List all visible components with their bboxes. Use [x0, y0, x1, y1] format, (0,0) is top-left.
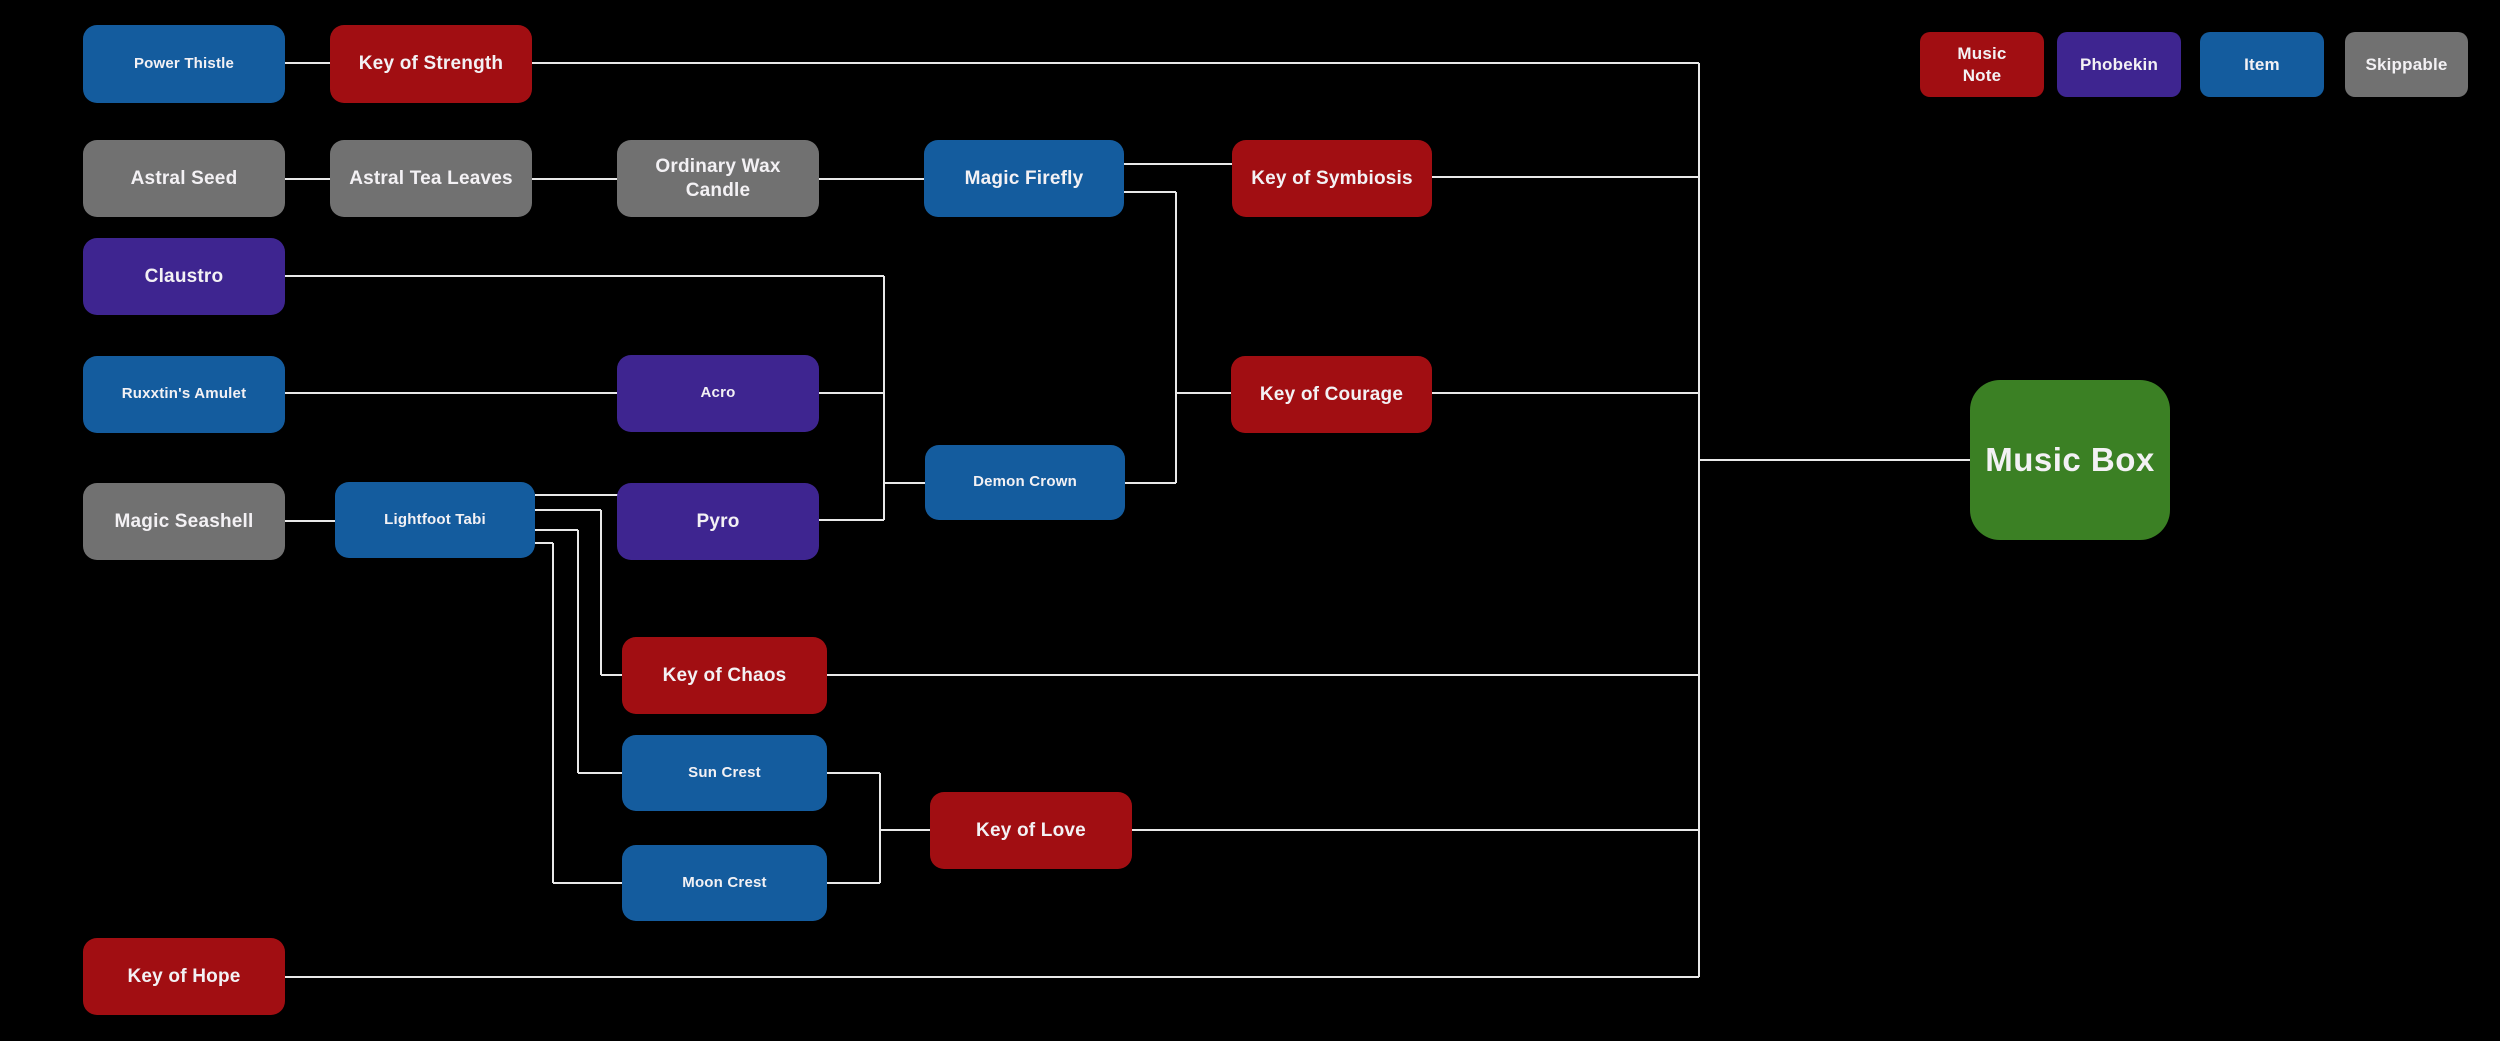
node-power-thistle: Power Thistle — [83, 25, 285, 103]
edge-courage-bus-vertical — [1175, 192, 1177, 483]
edge-crown-bus-vertical — [883, 276, 885, 520]
edge-love-bus-vertical — [879, 773, 881, 883]
node-music-box: Music Box — [1970, 380, 2170, 540]
legend-music-note: Music Note — [1920, 32, 2044, 97]
node-key-of-strength: Key of Strength — [330, 25, 532, 103]
node-sun-crest: Sun Crest — [622, 735, 827, 811]
edge-chaos-drop-to-key-of-chaos — [601, 674, 622, 676]
edge-key-of-chaos-to-bus — [827, 674, 1699, 676]
node-astral-tea-leaves: Astral Tea Leaves — [330, 140, 532, 217]
edge-claustro-to-crown-bus — [285, 275, 884, 277]
edge-power-thistle-to-key-of-strength — [285, 62, 330, 64]
edge-candle-to-magic-firefly — [819, 178, 924, 180]
edge-crown-bus-to-demon-crown — [884, 482, 925, 484]
edge-pyro-to-crown-bus — [819, 519, 884, 521]
edge-moon-crest-to-love-bus — [827, 882, 880, 884]
edge-sun-drop-vertical — [577, 530, 579, 773]
node-magic-firefly: Magic Firefly — [924, 140, 1124, 217]
edge-sun-drop-to-sun-crest — [578, 772, 622, 774]
edge-key-of-strength-to-bus — [532, 62, 1699, 64]
edge-magic-firefly-to-courage-bus — [1124, 191, 1176, 193]
edge-key-of-symbiosis-to-bus — [1432, 176, 1699, 178]
node-key-of-hope: Key of Hope — [83, 938, 285, 1015]
edge-magic-seashell-to-lightfoot-tabi — [285, 520, 335, 522]
edge-moon-drop-to-moon-crest — [553, 882, 622, 884]
edge-lightfoot-tabi-moon-stub — [535, 542, 553, 544]
node-magic-seashell: Magic Seashell — [83, 483, 285, 560]
edge-lightfoot-tabi-sun-stub — [535, 529, 578, 531]
edge-bus-to-music-box — [1699, 459, 1970, 461]
edge-lightfoot-tabi-to-pyro — [535, 494, 618, 496]
node-key-of-courage: Key of Courage — [1231, 356, 1432, 433]
legend-skippable: Skippable — [2345, 32, 2468, 97]
node-demon-crown: Demon Crown — [925, 445, 1125, 520]
legend-item: Item — [2200, 32, 2324, 97]
edge-sun-crest-to-love-bus — [827, 772, 880, 774]
node-key-of-chaos: Key of Chaos — [622, 637, 827, 714]
edge-ruxxtins-amulet-to-acro — [285, 392, 617, 394]
edge-key-of-courage-to-bus — [1432, 392, 1699, 394]
node-key-of-symbiosis: Key of Symbiosis — [1232, 140, 1432, 217]
legend-phobekin: Phobekin — [2057, 32, 2181, 97]
edge-demon-crown-to-courage-bus — [1124, 482, 1176, 484]
node-claustro: Claustro — [83, 238, 285, 315]
node-astral-seed: Astral Seed — [83, 140, 285, 217]
node-ordinary-wax-candle: Ordinary Wax Candle — [617, 140, 819, 217]
edge-moon-drop-vertical — [552, 543, 554, 883]
edge-key-of-hope-to-bus — [285, 976, 1699, 978]
edge-astral-seed-to-astral-tea-leaves — [285, 178, 330, 180]
edge-love-bus-to-key-of-love — [880, 829, 930, 831]
edge-magic-firefly-to-key-of-symbiosis — [1124, 163, 1232, 165]
node-lightfoot-tabi: Lightfoot Tabi — [335, 482, 535, 558]
edge-courage-bus-to-key-of-courage — [1176, 392, 1232, 394]
node-key-of-love: Key of Love — [930, 792, 1132, 869]
node-acro: Acro — [617, 355, 819, 432]
edge-acro-to-crown-bus — [819, 392, 884, 394]
edge-key-of-love-to-bus — [1132, 829, 1699, 831]
node-moon-crest: Moon Crest — [622, 845, 827, 921]
node-pyro: Pyro — [617, 483, 819, 560]
edge-astral-tea-leaves-to-candle — [532, 178, 617, 180]
node-ruxxtins-amulet: Ruxxtin's Amulet — [83, 356, 285, 433]
edge-lightfoot-tabi-chaos-stub — [535, 509, 601, 511]
edge-chaos-drop-vertical — [600, 510, 602, 675]
edge-main-bus-vertical — [1698, 63, 1700, 977]
